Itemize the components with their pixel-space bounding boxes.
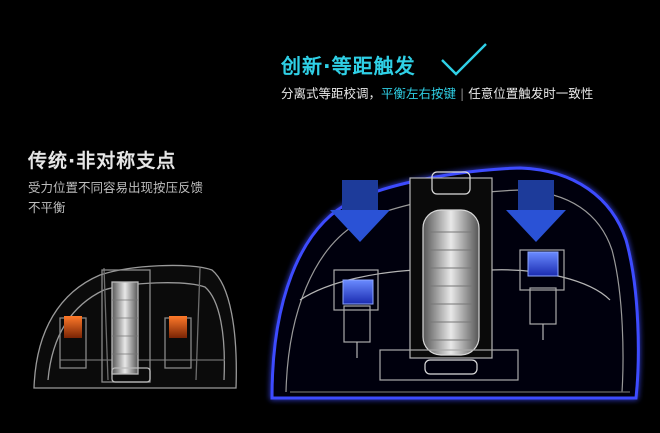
old-left-switch xyxy=(64,316,82,338)
subtitle-separator: | xyxy=(460,86,465,101)
new-mouse-body xyxy=(270,166,640,400)
old-design-title: 传统·非对称支点 xyxy=(28,150,177,172)
new-right-switch xyxy=(527,251,559,277)
new-design-title: 创新·等距触发 xyxy=(281,54,416,78)
subtitle-highlight: 平衡左右按键 xyxy=(381,86,457,101)
subtitle-part2: 任意位置触发时一致性 xyxy=(468,86,594,101)
old-right-switch xyxy=(169,316,187,338)
right-force-arrow xyxy=(506,180,566,242)
new-left-switch xyxy=(342,279,374,305)
new-design-subtitle: 分离式等距校调，平衡左右按键|任意位置触发时一致性 xyxy=(281,83,593,102)
old-design-description: 受力位置不同容易出现按压反馈不平衡 xyxy=(28,180,204,215)
old-mouse-body xyxy=(33,264,237,389)
checkmark-icon xyxy=(441,43,487,76)
left-force-arrow xyxy=(330,180,390,242)
subtitle-part1: 分离式等距校调， xyxy=(281,86,382,101)
